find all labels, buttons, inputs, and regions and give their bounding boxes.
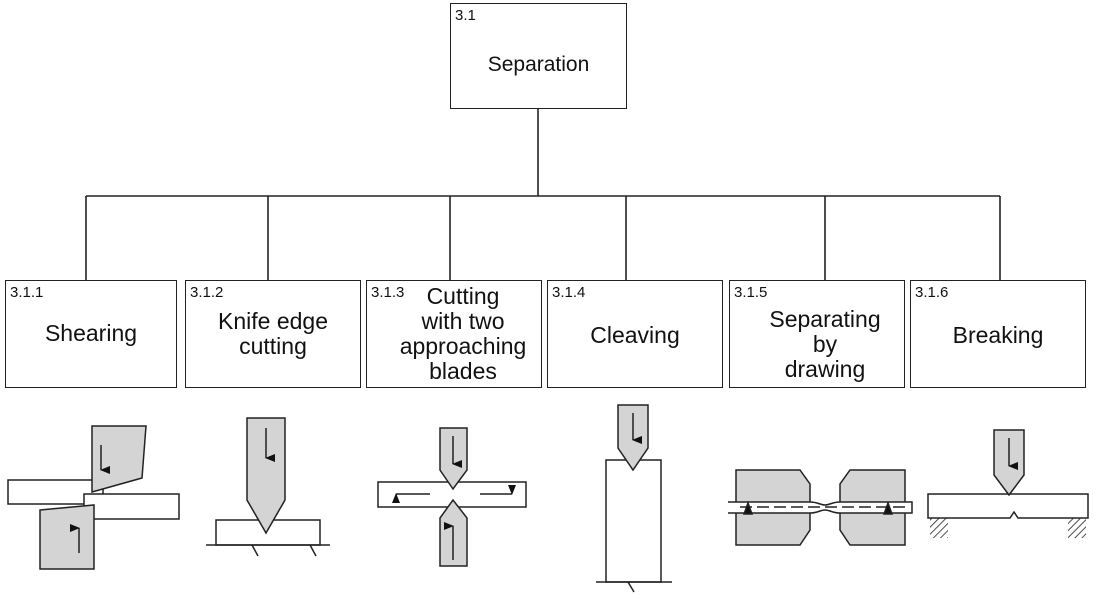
node-number: 3.1.5: [734, 284, 768, 301]
node-label: Cleaving: [590, 322, 680, 348]
node-knife-edge-cutting: 3.1.2 Knife edge cutting: [185, 280, 361, 388]
node-number: 3.1: [455, 7, 476, 24]
node-number: 3.1.3: [371, 284, 405, 301]
knife-illustration: [206, 417, 330, 557]
node-label: Separating by drawing: [769, 306, 881, 382]
node-number: 3.1.4: [552, 284, 586, 301]
breaking-illustration: [927, 429, 1089, 538]
node-separation: 3.1 Separation: [450, 3, 627, 109]
two-blades-illustration: [377, 427, 527, 567]
node-cutting-with-two-blades: 3.1.3 Cutting with two approaching blade…: [366, 280, 542, 388]
node-number: 3.1.1: [10, 284, 44, 301]
node-cleaving: 3.1.4 Cleaving: [547, 280, 723, 388]
node-number: 3.1.6: [915, 284, 949, 301]
drawing-illustration: [728, 469, 913, 546]
node-label: Breaking: [952, 322, 1044, 348]
node-label: Shearing: [44, 320, 138, 346]
node-label: Cutting with two approaching blades: [399, 283, 527, 384]
node-label: Separation: [487, 53, 590, 76]
cleaving-illustration: [596, 404, 672, 593]
node-shearing: 3.1.1 Shearing: [5, 280, 177, 388]
node-separating-by-drawing: 3.1.5 Separating by drawing: [729, 280, 905, 388]
node-label: Knife edge cutting: [218, 308, 328, 359]
node-breaking: 3.1.6 Breaking: [910, 280, 1086, 388]
shearing-illustration: [7, 425, 180, 570]
node-number: 3.1.2: [190, 284, 224, 301]
